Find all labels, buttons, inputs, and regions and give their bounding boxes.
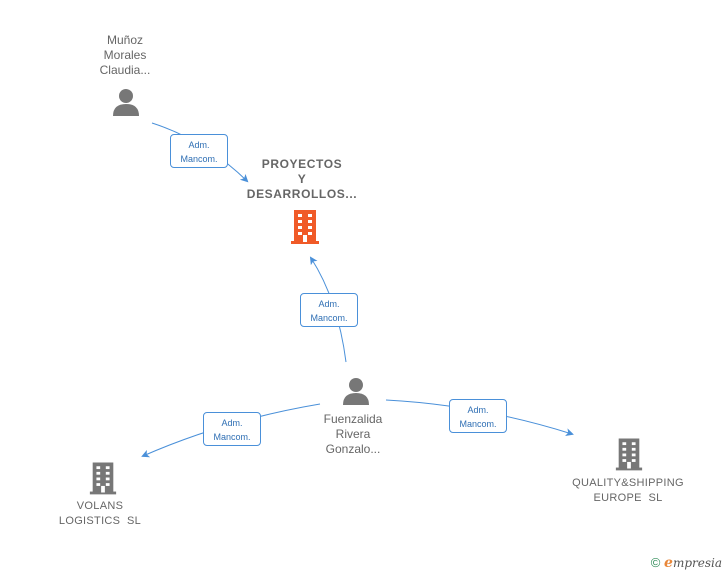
brand-logo: empresia bbox=[664, 555, 722, 571]
edge-label-fuenzalida-quality[interactable]: Adm. Mancom. bbox=[449, 399, 507, 433]
company-name-line: Y bbox=[297, 172, 307, 186]
person-node-munoz[interactable]: Muñoz Morales Claudia... bbox=[80, 33, 170, 78]
edge-label-role: Adm. bbox=[221, 418, 243, 428]
empresia-watermark: © empresia bbox=[651, 555, 722, 571]
edge-label-role: Adm. bbox=[188, 140, 210, 150]
edge-label-role: Mancom. bbox=[180, 154, 218, 164]
edge-label-fuenzalida-volans[interactable]: Adm. Mancom. bbox=[203, 412, 261, 446]
edge-label-fuenzalida-proyectos[interactable]: Adm. Mancom. bbox=[300, 293, 358, 327]
building-icon bbox=[291, 210, 319, 244]
person-icon bbox=[113, 89, 139, 116]
edge-label-munoz-proyectos[interactable]: Adm. Mancom. bbox=[170, 134, 228, 168]
building-icon bbox=[89, 462, 117, 495]
edge-label-role: Adm. bbox=[467, 405, 489, 415]
copyright-icon: © bbox=[650, 555, 661, 570]
edge-label-role: Mancom. bbox=[459, 419, 497, 429]
edge-label-role: Mancom. bbox=[310, 313, 348, 323]
person-name-line: Fuenzalida bbox=[323, 412, 383, 426]
company-name-line: QUALITY&SHIPPING bbox=[572, 477, 684, 489]
company-node-volans[interactable]: VOLANS LOGISTICS SL bbox=[40, 499, 160, 529]
person-node-fuenzalida[interactable]: Fuenzalida Rivera Gonzalo... bbox=[308, 412, 398, 457]
company-name-line: DESARROLLOS... bbox=[246, 187, 358, 201]
building-icon bbox=[615, 438, 643, 471]
company-node-proyectos[interactable]: PROYECTOS Y DESARROLLOS... bbox=[232, 157, 372, 202]
edge-label-role: Mancom. bbox=[213, 432, 251, 442]
person-name-line: Muñoz bbox=[106, 33, 144, 47]
company-node-quality[interactable]: QUALITY&SHIPPING EUROPE SL bbox=[560, 476, 696, 506]
person-icon bbox=[343, 378, 369, 405]
edge-label-role: Adm. bbox=[318, 299, 340, 309]
company-name-line: EUROPE SL bbox=[593, 492, 663, 504]
company-name-line: VOLANS bbox=[76, 500, 124, 512]
person-name-line: Gonzalo... bbox=[325, 442, 381, 456]
company-name-line: LOGISTICS SL bbox=[58, 515, 142, 527]
company-name-line: PROYECTOS bbox=[261, 157, 343, 171]
person-name-line: Rivera bbox=[335, 427, 371, 441]
person-name-line: Morales bbox=[103, 48, 147, 62]
person-name-line: Claudia... bbox=[99, 63, 151, 77]
